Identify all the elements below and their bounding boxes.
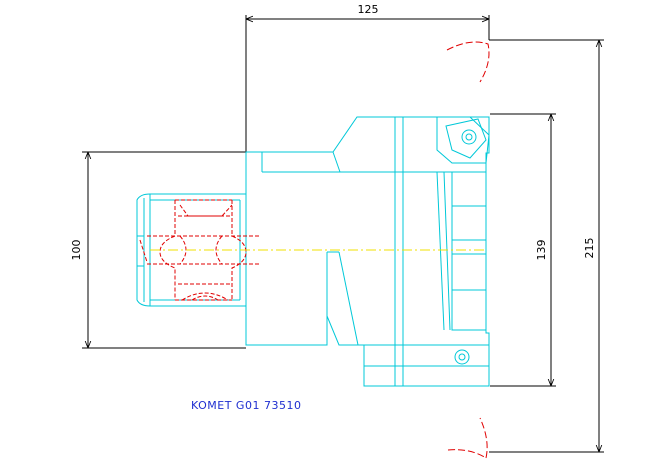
hidden-bolt-bottom-2	[191, 295, 219, 301]
bottom-screw-inner	[458, 353, 466, 361]
swing-arc-bottom	[447, 417, 488, 459]
hidden-bolt-top	[179, 204, 233, 217]
bottom-screw-outer	[454, 349, 470, 365]
hidden-left-profile	[159, 200, 176, 300]
slide-rail-b	[443, 171, 451, 331]
body-outline	[245, 116, 490, 387]
dim-215-label: 215	[583, 238, 596, 259]
top-insert-screw-inner	[465, 133, 473, 141]
swing-arcs	[446, 41, 490, 459]
hidden-center-right	[215, 235, 223, 265]
top-insert-screw-outer	[461, 129, 477, 145]
body-slope-upper	[332, 151, 341, 173]
slide-block	[451, 171, 487, 331]
slide-rail-a	[436, 171, 445, 331]
hidden-lines	[139, 199, 260, 301]
body-slope-lower-2	[338, 251, 359, 346]
hidden-bolt-bottom	[181, 292, 229, 301]
dim-125-label: 125	[358, 3, 379, 16]
dim-100-label: 100	[70, 240, 83, 261]
shank-tip	[136, 235, 145, 267]
swing-arc-top	[446, 41, 490, 83]
top-insert-holder	[436, 116, 490, 164]
dimension-lines	[82, 15, 604, 453]
top-insert	[445, 118, 487, 159]
drawing-caption: KOMET G01 73510	[191, 399, 301, 412]
boring-head-body	[136, 116, 490, 387]
bottom-cartridge	[402, 344, 490, 387]
dim-139-label: 139	[535, 240, 548, 261]
hidden-right-profile	[231, 200, 247, 300]
hidden-tip-marks	[139, 239, 148, 263]
